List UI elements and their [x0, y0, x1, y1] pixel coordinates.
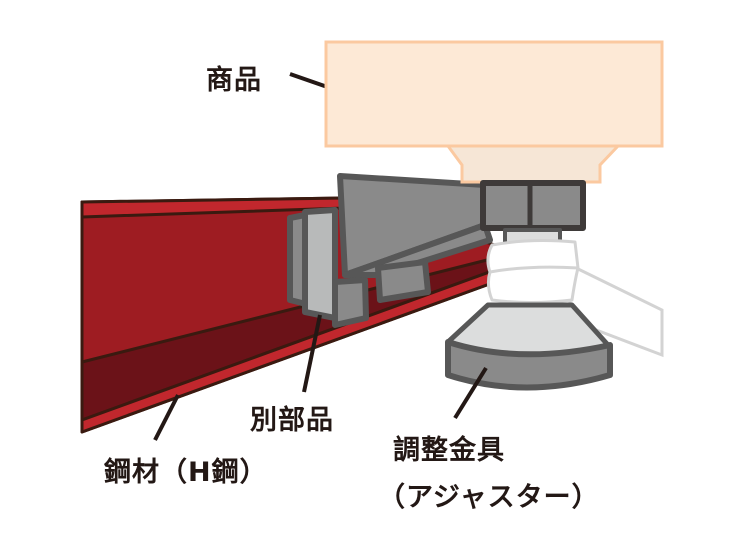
label-adjuster: 調整金具 [393, 435, 505, 466]
label-steel: 鋼材（H鋼） [104, 457, 268, 488]
product-foot [445, 144, 622, 184]
leader-adjuster [453, 366, 488, 420]
leader-other-part [302, 314, 322, 393]
leader-steel [153, 394, 180, 441]
product-box [324, 40, 664, 148]
label-other-part: 別部品 [250, 405, 334, 436]
label-product: 商品 [206, 65, 262, 96]
label-adjuster-sub: （アジャスター） [378, 482, 600, 513]
adjuster [445, 180, 613, 391]
